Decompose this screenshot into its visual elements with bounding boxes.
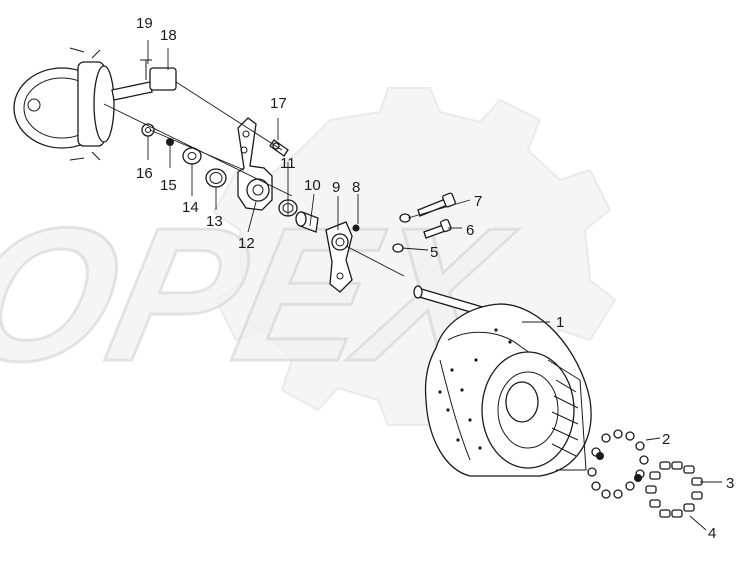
bolt-6 bbox=[423, 218, 452, 239]
callout-11: 11 bbox=[280, 155, 296, 172]
callout-19: 19 bbox=[136, 15, 153, 32]
slack-adjuster-12 bbox=[237, 117, 273, 211]
callout-9: 9 bbox=[332, 179, 340, 196]
callout-10: 10 bbox=[304, 177, 321, 194]
bolt-7 bbox=[399, 192, 456, 223]
washer-15 bbox=[166, 138, 174, 146]
callout-13: 13 bbox=[206, 213, 223, 230]
callout-12: 12 bbox=[238, 235, 255, 252]
ring-13 bbox=[205, 168, 227, 188]
callout-6: 6 bbox=[466, 222, 474, 239]
camshaft-bracket-9 bbox=[325, 221, 353, 293]
bushing-10 bbox=[295, 211, 319, 233]
bolt-ring-3 bbox=[645, 461, 703, 518]
nut-5 bbox=[392, 243, 404, 253]
callout-7: 7 bbox=[474, 193, 482, 210]
washer-ring-2 bbox=[587, 429, 649, 499]
callout-1: 1 bbox=[556, 314, 564, 331]
callout-2: 2 bbox=[662, 431, 670, 448]
callouts: 1 2 3 4 5 6 7 8 9 10 11 12 13 14 15 16 1… bbox=[136, 15, 734, 542]
callout-16: 16 bbox=[136, 165, 153, 182]
callout-4: 4 bbox=[708, 525, 716, 542]
callout-3: 3 bbox=[726, 475, 734, 492]
callout-17: 17 bbox=[270, 95, 287, 112]
callout-18: 18 bbox=[160, 27, 177, 44]
brake-chamber bbox=[13, 47, 177, 161]
callout-8: 8 bbox=[352, 179, 360, 196]
screw-8 bbox=[352, 224, 360, 232]
callout-15: 15 bbox=[160, 177, 177, 194]
leader-lines bbox=[103, 40, 722, 531]
callout-5: 5 bbox=[430, 244, 438, 261]
brake-assembly-1 bbox=[413, 285, 592, 477]
callout-14: 14 bbox=[182, 199, 199, 216]
